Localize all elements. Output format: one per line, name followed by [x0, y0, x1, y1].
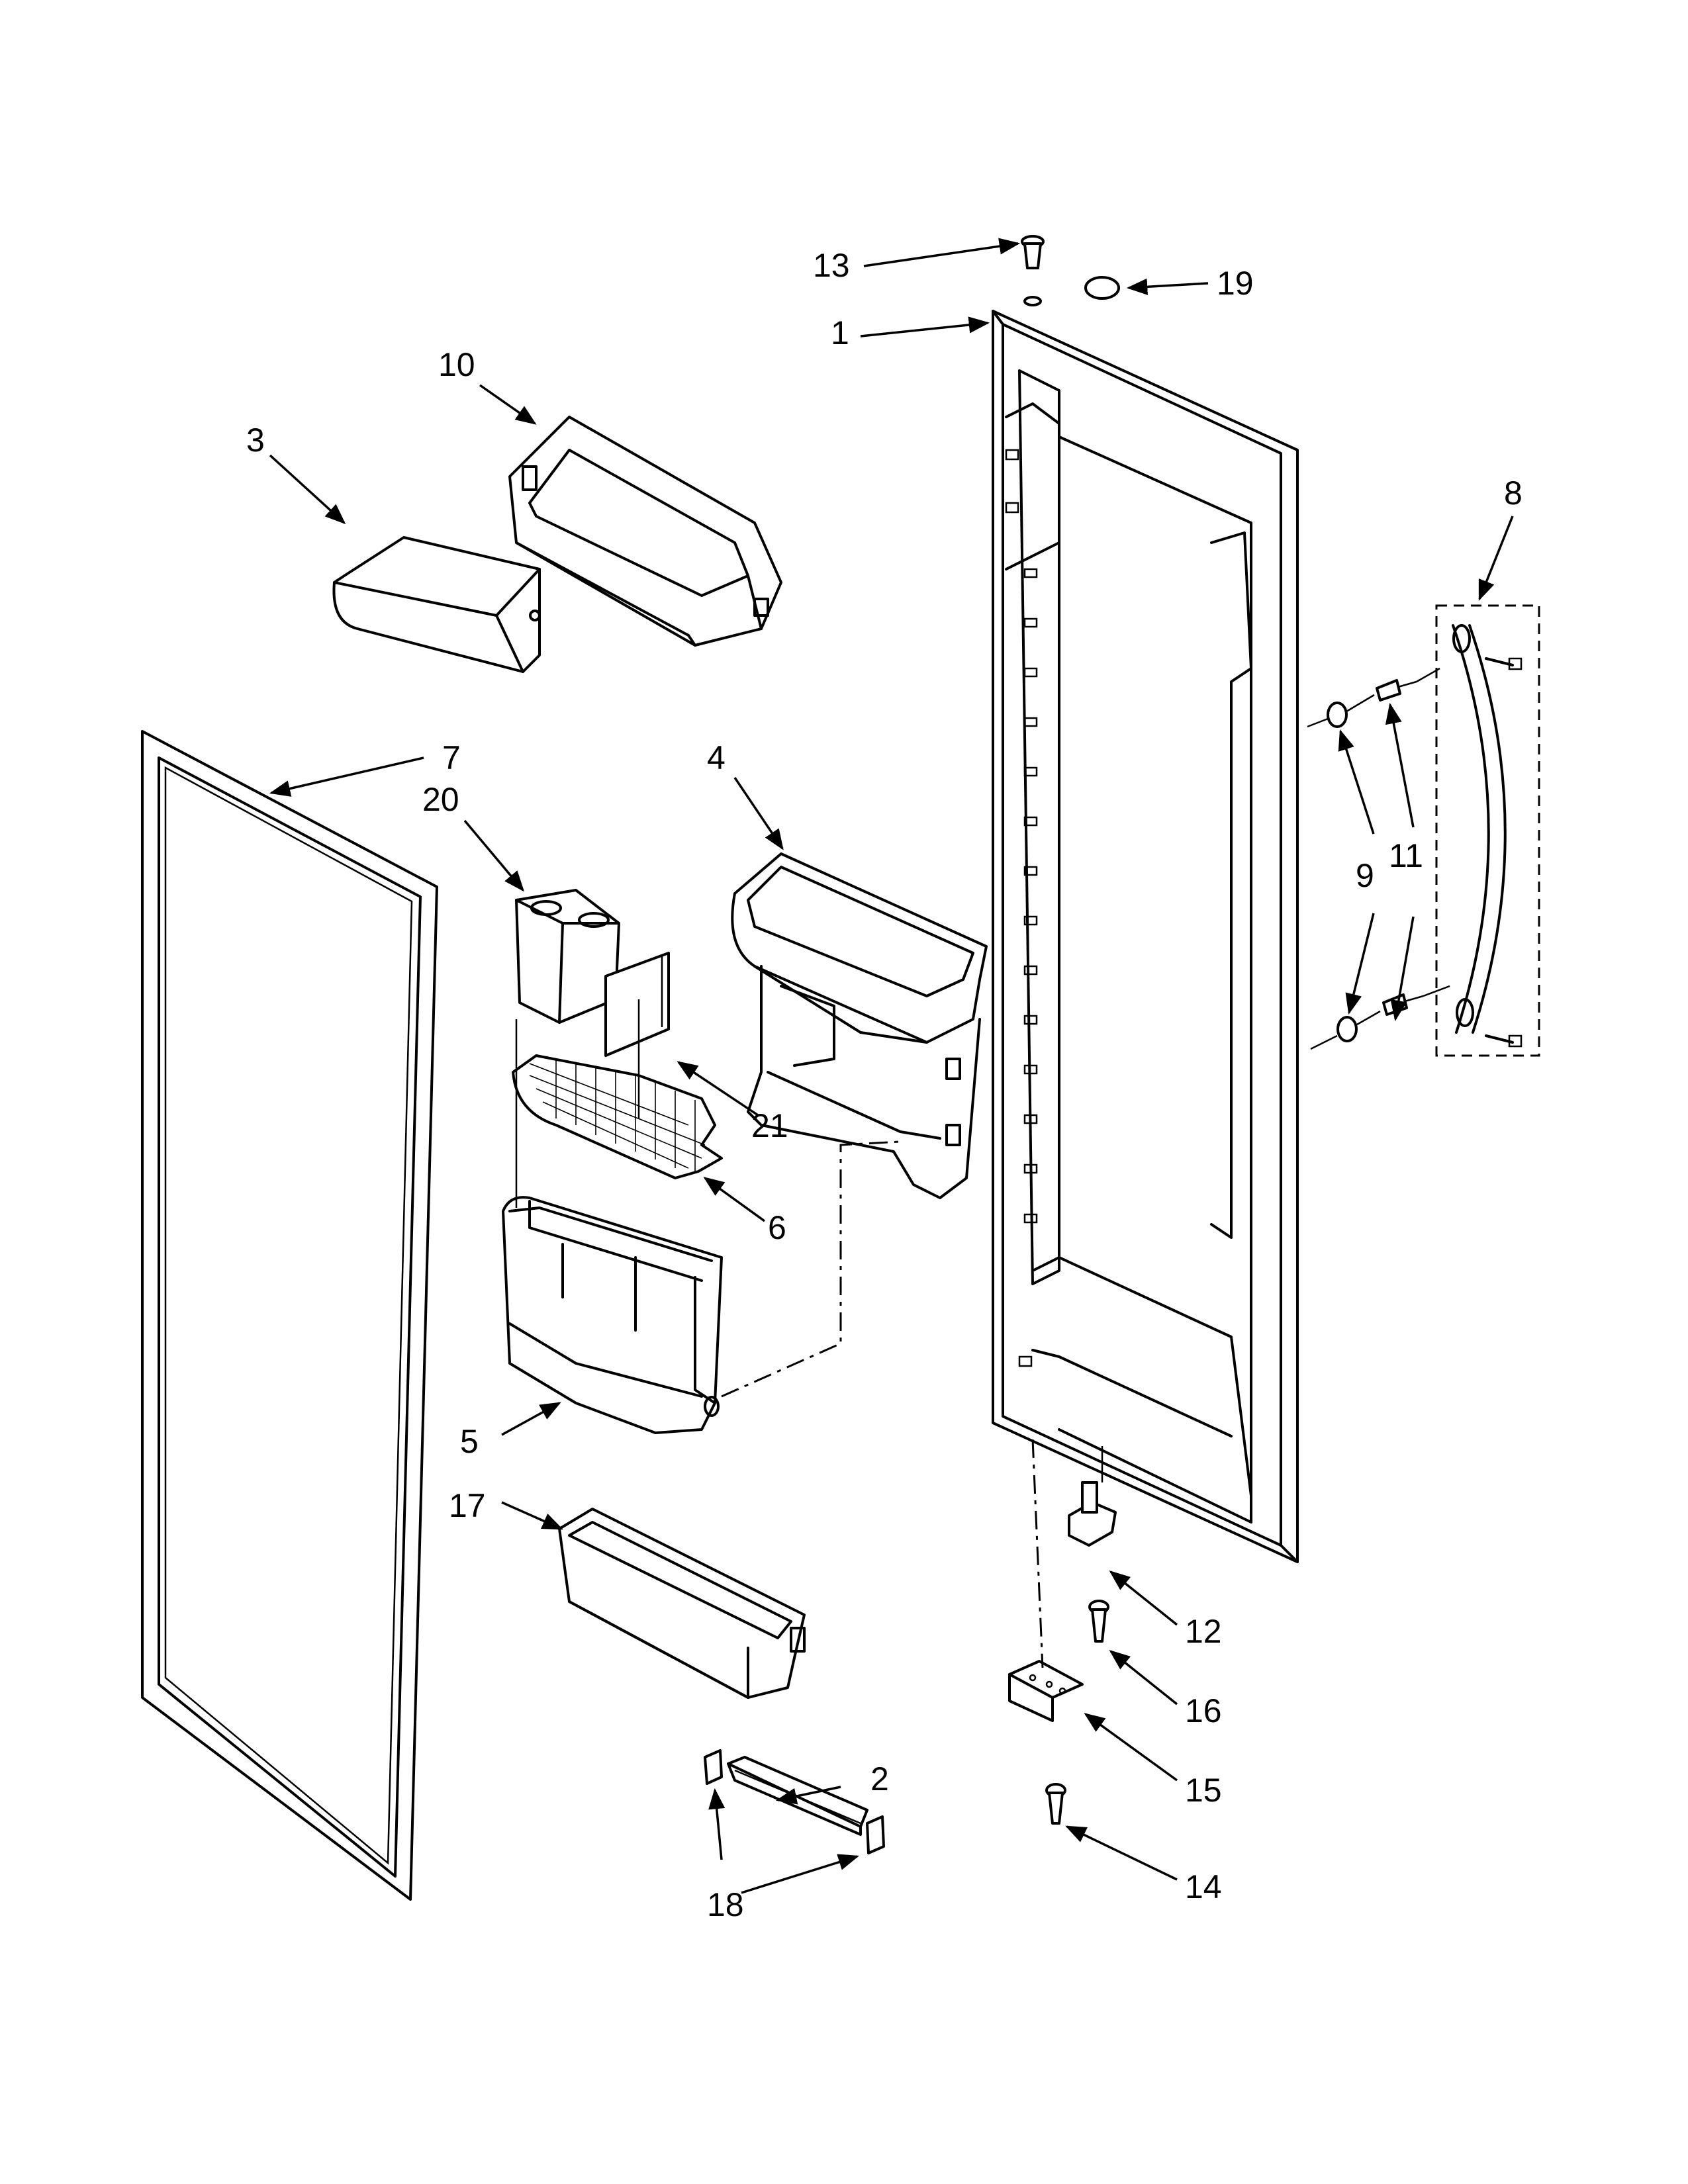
callout-20: 20: [422, 781, 459, 818]
alignment-line-5-to-4: [721, 1140, 901, 1398]
callout-5: 5: [460, 1423, 479, 1460]
part-19-ring: [1084, 276, 1120, 300]
callout-1: 1: [831, 314, 849, 351]
callout-labels: 13 19 1 10 3 8 7 20 4 9 11 21 6 5 17 12 …: [246, 247, 1523, 1923]
part-18-clips: [704, 1749, 885, 1854]
callout-9: 9: [1356, 857, 1374, 894]
callout-7: 7: [442, 739, 461, 776]
callout-19: 19: [1217, 265, 1254, 302]
part-9-spacers: [1327, 702, 1358, 1042]
callout-11: 11: [1389, 837, 1423, 874]
callout-14: 14: [1185, 1868, 1222, 1905]
part-17-door-bin: [558, 1508, 806, 1699]
leader-lines: [269, 238, 1514, 1894]
part-15-hinge-bracket: [1008, 1660, 1084, 1722]
callout-16: 16: [1185, 1692, 1222, 1729]
callout-3: 3: [246, 422, 265, 459]
part-16-screw: [1088, 1600, 1109, 1643]
part-12-hinge-pin: [1068, 1446, 1117, 1547]
part-1-door-liner: [992, 310, 1299, 1563]
part-8-handle-assembly: [1435, 604, 1540, 1057]
callout-8: 8: [1504, 475, 1523, 512]
part-3-cover: [332, 536, 541, 673]
alignment-line-hinge: [1031, 1439, 1044, 1668]
callout-15: 15: [1185, 1772, 1222, 1809]
callout-10: 10: [438, 346, 475, 383]
callout-17: 17: [449, 1487, 486, 1524]
part-14-screw: [1045, 1783, 1066, 1825]
callout-4: 4: [707, 739, 726, 776]
part-6-grille: [512, 1054, 723, 1179]
callout-21: 21: [751, 1107, 788, 1144]
part-20-cup: [515, 889, 620, 1024]
part-5-ice-bin: [502, 1196, 723, 1434]
callout-18: 18: [707, 1886, 744, 1923]
part-7-door-gasket: [141, 730, 438, 1901]
callout-12: 12: [1185, 1613, 1222, 1650]
part-21-flap: [604, 952, 670, 1057]
callout-13: 13: [813, 247, 850, 284]
callout-2: 2: [870, 1760, 889, 1797]
callout-6: 6: [768, 1209, 786, 1246]
part-10-dairy-housing: [508, 416, 782, 647]
part-13-plug: [1021, 235, 1045, 306]
part-4-door-bin: [731, 852, 988, 1199]
